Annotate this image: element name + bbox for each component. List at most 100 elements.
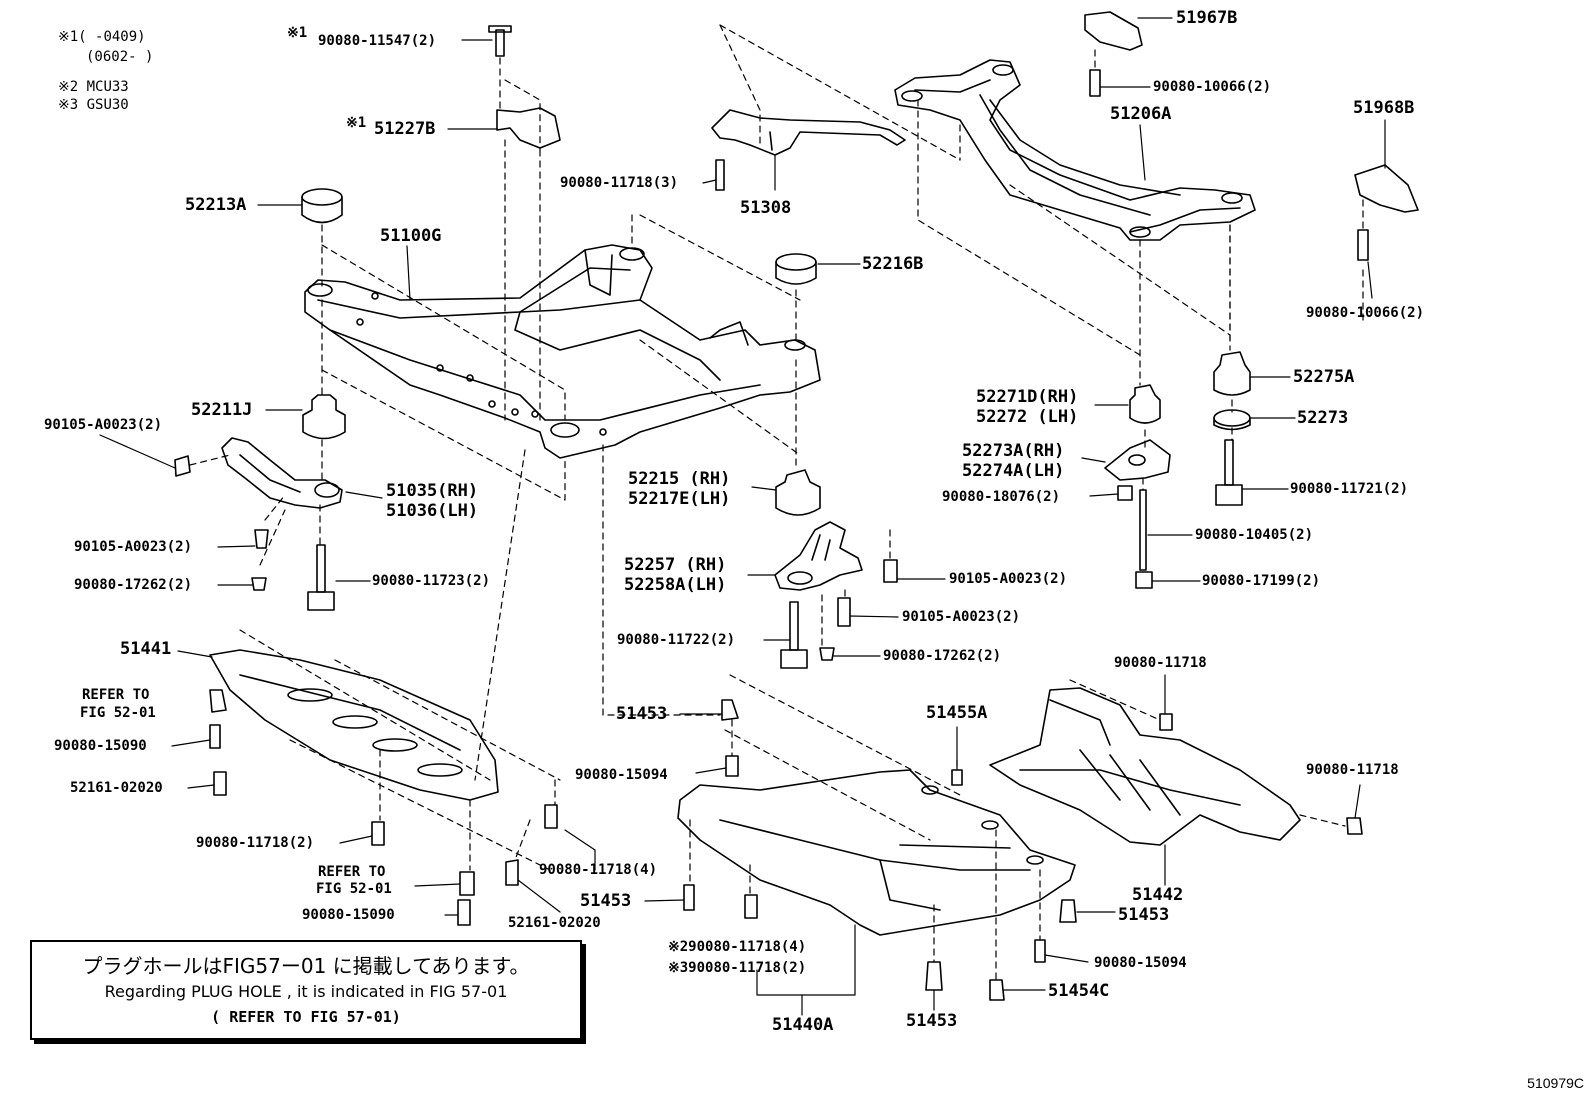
bracket-52273A-drawing — [1104, 439, 1171, 481]
part-label-90080-15090-a[interactable]: 90080-15090 — [54, 738, 147, 754]
part-label-90080-11722[interactable]: 90080-11722(2) — [617, 632, 736, 648]
part-label-90105-A0023-a[interactable]: 90105-A0023(2) — [44, 417, 163, 433]
rear-crossmember-51206A-drawing — [894, 59, 1256, 241]
mark-1a: ※1 — [287, 25, 308, 41]
part-label-gsu30-90080-11718[interactable]: ※390080-11718(2) — [668, 960, 807, 976]
part-label-90105-A0023-d[interactable]: 90105-A0023(2) — [902, 609, 1021, 625]
part-label-52211J[interactable]: 52211J — [191, 400, 253, 420]
part-label-52271D-52272[interactable]: 52271D(RH) 52272 (LH) — [976, 389, 1078, 426]
cushion-52271D-drawing — [1129, 384, 1161, 424]
part-label-90080-11718-right-1[interactable]: 90080-11718 — [1114, 655, 1207, 671]
part-label-90080-11718-4[interactable]: 90080-11718(4) — [539, 862, 658, 878]
part-label-90080-15094-a[interactable]: 90080-15094 — [575, 767, 668, 783]
plug-hole-note-box: プラグホールはFIG57ー01 に掲載してあります。 Regarding PLU… — [30, 940, 582, 1040]
part-label-90080-17262-a[interactable]: 90080-17262(2) — [74, 577, 193, 593]
bolt-group-left-drawing — [174, 25, 561, 611]
part-label-52275A[interactable]: 52275A — [1293, 367, 1355, 387]
part-label-52272: 52272 (LH) — [976, 407, 1079, 427]
cushion-52275A-drawing — [1213, 351, 1251, 431]
part-label-52273[interactable]: 52273 — [1297, 408, 1349, 428]
part-label-90080-15090-b[interactable]: 90080-15090 — [302, 907, 395, 923]
bracket-52257-drawing — [774, 521, 863, 591]
note-japanese: プラグホールはFIG57ー01 に掲載してあります。 — [82, 954, 530, 978]
part-label-52271D: 52271D(RH) — [976, 387, 1079, 407]
part-label-51453-a[interactable]: 51453 — [616, 704, 668, 724]
part-label-90080-10066-a[interactable]: 90080-10066(2) — [1153, 79, 1272, 95]
fig-ref-label-1[interactable]: FIG 52-01 — [80, 705, 156, 721]
cover-51441-drawing — [209, 649, 499, 801]
part-label-52257: 52257 (RH) — [624, 555, 727, 575]
part-label-90105-A0023-b[interactable]: 90105-A0023(2) — [74, 539, 193, 555]
part-label-90080-11718-2[interactable]: 90080-11718(2) — [196, 835, 315, 851]
fasteners-lower-drawing — [209, 689, 1363, 1001]
part-label-51453-d[interactable]: 51453 — [1118, 905, 1170, 925]
part-label-52273A-52274A[interactable]: 52273A(RH) 52274A(LH) — [962, 443, 1064, 480]
illustration-code: 510979C — [1527, 1075, 1584, 1091]
part-label-90080-11723[interactable]: 90080-11723(2) — [372, 573, 491, 589]
mark-1b: ※1 — [346, 115, 367, 131]
part-label-90080-15094-b[interactable]: 90080-15094 — [1094, 955, 1187, 971]
note-english: Regarding PLUG HOLE , it is indicated in… — [104, 982, 508, 1001]
part-label-51441[interactable]: 51441 — [120, 639, 172, 659]
part-label-51968B[interactable]: 51968B — [1353, 98, 1415, 118]
part-label-51206A[interactable]: 51206A — [1110, 104, 1172, 124]
part-label-90105-A0023-c[interactable]: 90105-A0023(2) — [949, 571, 1068, 587]
part-label-52213A[interactable]: 52213A — [185, 195, 247, 215]
part-label-52258A: 52258A(LH) — [624, 575, 727, 595]
legend-ref2: ※2 MCU33 — [58, 79, 129, 95]
part-label-90080-11721[interactable]: 90080-11721(2) — [1290, 481, 1409, 497]
part-label-90080-17262-b[interactable]: 90080-17262(2) — [883, 648, 1002, 664]
part-label-51440A[interactable]: 51440A — [772, 1015, 834, 1035]
legend-ref3: ※3 GSU30 — [58, 97, 129, 113]
part-label-52161-02020-b[interactable]: 52161-02020 — [508, 915, 601, 931]
bracket-51308-drawing — [711, 109, 906, 156]
part-label-51454C[interactable]: 51454C — [1048, 981, 1110, 1001]
arm-51035-drawing — [221, 437, 343, 509]
legend-ref1: ※1( -0409) — [58, 29, 146, 45]
part-label-52273A: 52273A(RH) — [962, 441, 1065, 461]
fig-ref-label-2[interactable]: FIG 52-01 — [316, 881, 392, 897]
part-label-51442[interactable]: 51442 — [1132, 885, 1184, 905]
part-label-51036: 51036(LH) — [386, 501, 479, 521]
part-label-90080-11547[interactable]: 90080-11547(2) — [318, 33, 437, 49]
refer-to-label-1: REFER TO — [82, 687, 150, 703]
part-label-90080-18076[interactable]: 90080-18076(2) — [942, 489, 1061, 505]
part-label-52217E: 52217E(LH) — [628, 489, 731, 509]
part-label-90080-11718-3[interactable]: 90080-11718(3) — [560, 175, 679, 191]
part-label-51453-b[interactable]: 51453 — [580, 891, 632, 911]
part-label-51100G[interactable]: 51100G — [380, 226, 442, 246]
part-label-52215-52217E[interactable]: 52215 (RH) 52217E(LH) — [628, 471, 730, 508]
part-label-51227B[interactable]: 51227B — [374, 119, 436, 139]
bolt-group-right-drawing — [1117, 439, 1243, 589]
leader-lines — [99, 17, 1386, 1016]
part-label-90080-11718-right-2[interactable]: 90080-11718 — [1306, 762, 1399, 778]
cover-51442-drawing — [989, 687, 1301, 846]
cushion-52215-drawing — [775, 469, 821, 516]
part-label-90080-10066-b[interactable]: 90080-10066(2) — [1306, 305, 1425, 321]
part-label-52216B[interactable]: 52216B — [862, 254, 924, 274]
part-label-51035-51036[interactable]: 51035(RH) 51036(LH) — [386, 483, 478, 520]
cushion-52213A-drawing — [301, 188, 343, 224]
bolt-group-center-drawing — [715, 159, 898, 669]
part-label-51308[interactable]: 51308 — [740, 198, 792, 218]
alignment-dashed-lines — [189, 24, 1364, 981]
part-label-52274A: 52274A(LH) — [962, 461, 1065, 481]
part-label-52161-02020-a[interactable]: 52161-02020 — [70, 780, 163, 796]
brackets-51967B-51968B-drawing — [1084, 11, 1419, 261]
part-label-52215: 52215 (RH) — [628, 469, 731, 489]
note-refer-link[interactable]: ( REFER TO FIG 57-01) — [211, 1008, 401, 1026]
refer-to-label-2: REFER TO — [318, 864, 386, 880]
part-label-mcu33-90080-11718[interactable]: ※290080-11718(4) — [668, 939, 807, 955]
part-label-51035: 51035(RH) — [386, 481, 479, 501]
part-label-90080-10405[interactable]: 90080-10405(2) — [1195, 527, 1314, 543]
cover-51440A-drawing — [677, 769, 1076, 936]
part-label-51453-c[interactable]: 51453 — [906, 1011, 958, 1031]
part-label-52257-52258A[interactable]: 52257 (RH) 52258A(LH) — [624, 557, 726, 594]
part-label-51455A[interactable]: 51455A — [926, 703, 988, 723]
part-label-90080-17199[interactable]: 90080-17199(2) — [1202, 573, 1321, 589]
cushion-52216B-drawing — [775, 253, 817, 285]
cushion-52211J-drawing — [302, 394, 346, 440]
part-label-51967B[interactable]: 51967B — [1176, 8, 1238, 28]
